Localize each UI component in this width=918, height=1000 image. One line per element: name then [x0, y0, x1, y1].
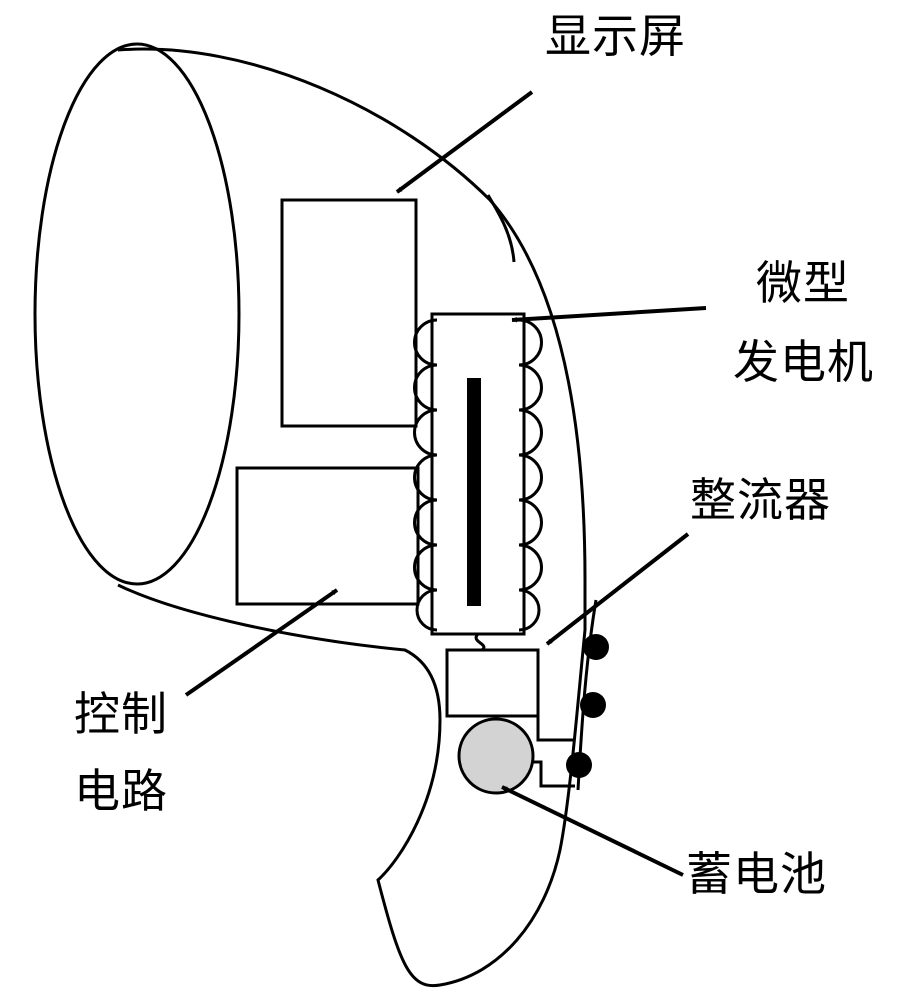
battery-arrow	[501, 785, 684, 877]
label-control-line1: 控制	[74, 687, 168, 741]
rectifier-arrow	[545, 532, 690, 646]
display-screen	[280, 198, 418, 428]
device-body-outline	[117, 47, 587, 988]
display-arrow	[395, 90, 534, 194]
label-display-screen: 显示屏	[545, 9, 686, 63]
label-control-line2: 电路	[74, 764, 168, 818]
control-circuit	[235, 466, 420, 606]
front-lens	[33, 42, 241, 586]
wiring	[536, 716, 575, 742]
label-generator-line2: 发电机	[733, 335, 874, 389]
wire-dot-2	[580, 692, 606, 718]
wiring-battery	[532, 760, 575, 788]
label-rectifier: 整流器	[690, 473, 831, 527]
battery	[457, 717, 535, 795]
rectifier	[445, 648, 540, 718]
micro-generator	[413, 312, 543, 636]
wire-dot-1	[583, 634, 609, 660]
label-generator-line1: 微型	[756, 256, 850, 310]
wire-dot-3	[566, 752, 592, 778]
label-battery: 蓄电池	[686, 847, 827, 901]
generator-arrow	[511, 306, 707, 323]
body-bump	[486, 194, 516, 263]
control-arrow	[184, 588, 339, 697]
generator-connector	[474, 632, 486, 652]
